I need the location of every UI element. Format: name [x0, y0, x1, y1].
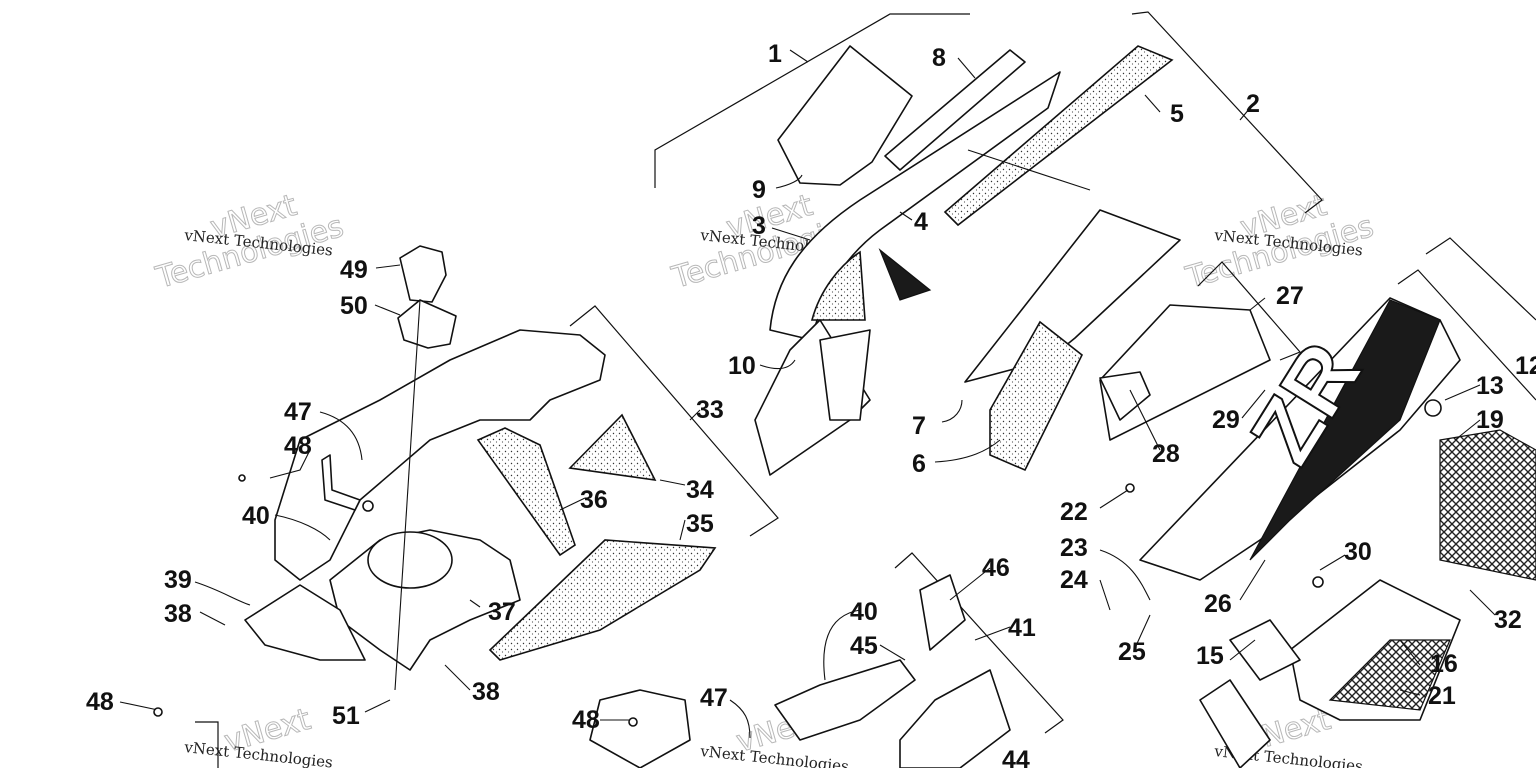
belly-port: [367, 531, 453, 589]
panel-44: [899, 669, 1011, 768]
callout-47b: 47: [700, 684, 728, 712]
callout-6: 6: [912, 450, 926, 478]
trim-strip-8: [884, 49, 1026, 171]
callout-5: 5: [1170, 100, 1184, 128]
callout-22: 22: [1060, 498, 1088, 526]
watermark-left: vNext Technologies vNext Technologies: [151, 187, 348, 296]
callout-15: 15: [1196, 642, 1224, 670]
callout-28: 28: [1152, 440, 1180, 468]
callout-38b: 38: [472, 678, 500, 706]
callout-25: 25: [1118, 638, 1146, 666]
gasket-50: [397, 299, 457, 349]
callout-30: 30: [1344, 538, 1372, 566]
callout-39: 39: [164, 566, 192, 594]
callout-35: 35: [686, 510, 714, 538]
wedge-36: [476, 427, 576, 557]
callout-numbers: 1 2 3 4 5 6 7 8 9 10 12 13 15 16 19 21 2…: [86, 40, 1536, 768]
right-side-panel: ZR: [1099, 297, 1536, 768]
callout-27: 27: [1276, 282, 1304, 310]
callout-40b: 40: [850, 598, 878, 626]
callout-26: 26: [1204, 590, 1232, 618]
panel-27: [1099, 304, 1271, 441]
callout-44: 44: [1002, 746, 1030, 768]
callout-37: 37: [488, 598, 516, 626]
vent-15: [1229, 619, 1301, 681]
panel-35: [488, 539, 717, 661]
callout-47: 47: [284, 398, 312, 426]
callout-8: 8: [932, 44, 946, 72]
callout-40: 40: [242, 502, 270, 530]
callout-3: 3: [752, 212, 766, 240]
callout-33: 33: [696, 396, 724, 424]
callout-16: 16: [1430, 650, 1458, 678]
callout-21: 21: [1428, 682, 1456, 710]
foam-pad-3: [810, 250, 866, 321]
callout-13: 13: [1476, 372, 1504, 400]
screw-30: [1312, 576, 1324, 588]
callout-24: 24: [1060, 566, 1088, 594]
gasket-49: [399, 245, 447, 303]
mesh-19: [1439, 429, 1536, 581]
side-panel-assembly: [589, 574, 1011, 768]
callout-51: 51: [332, 702, 360, 730]
callout-12: 12: [1515, 352, 1536, 380]
callout-41: 41: [1008, 614, 1036, 642]
callout-23: 23: [1060, 534, 1088, 562]
belly-pan-assembly: [244, 245, 717, 691]
vent-4: [878, 248, 932, 301]
callout-48c: 48: [572, 706, 600, 734]
callout-38: 38: [164, 600, 192, 628]
callout-19: 19: [1476, 406, 1504, 434]
mesh-21: [1328, 639, 1451, 711]
trim-45: [774, 659, 916, 741]
callout-49: 49: [340, 256, 368, 284]
support-strut-10: [819, 329, 871, 421]
seal-strip-5: [943, 45, 1174, 227]
triangle-34: [568, 413, 657, 482]
grille-bottom: [1199, 679, 1271, 768]
callout-10: 10: [728, 352, 756, 380]
callout-9: 9: [752, 176, 766, 204]
bolt-48: [362, 500, 374, 512]
decal-dark: [1249, 299, 1441, 561]
leader-lines: [119, 49, 1496, 739]
windshield-part-9: [777, 45, 913, 186]
callout-48: 48: [284, 432, 312, 460]
callout-48b: 48: [86, 688, 114, 716]
callout-34: 34: [686, 476, 714, 504]
belly-pan-33: [274, 329, 606, 581]
bracket-47: [321, 454, 361, 511]
callout-32: 32: [1494, 606, 1522, 634]
watermark-bottom-left: vNext vNext Technologies: [183, 701, 334, 768]
assembly-brackets: [195, 11, 1536, 768]
panel-41: [919, 574, 966, 651]
callout-45: 45: [850, 632, 878, 660]
callout-2: 2: [1246, 90, 1260, 118]
callout-50: 50: [340, 292, 368, 320]
clip-line: [967, 149, 1091, 191]
side-skirt-39: [244, 584, 366, 661]
callout-7: 7: [912, 412, 926, 440]
watermark-right: vNext Technologies vNext Technologies: [1181, 187, 1378, 296]
callout-1: 1: [768, 40, 782, 68]
insert-28: [1099, 371, 1151, 421]
callout-46: 46: [982, 554, 1010, 582]
callout-36: 36: [580, 486, 608, 514]
callout-4: 4: [914, 208, 928, 236]
bracket-48: [589, 689, 691, 768]
callout-29: 29: [1212, 406, 1240, 434]
clip-13: [1424, 399, 1442, 417]
